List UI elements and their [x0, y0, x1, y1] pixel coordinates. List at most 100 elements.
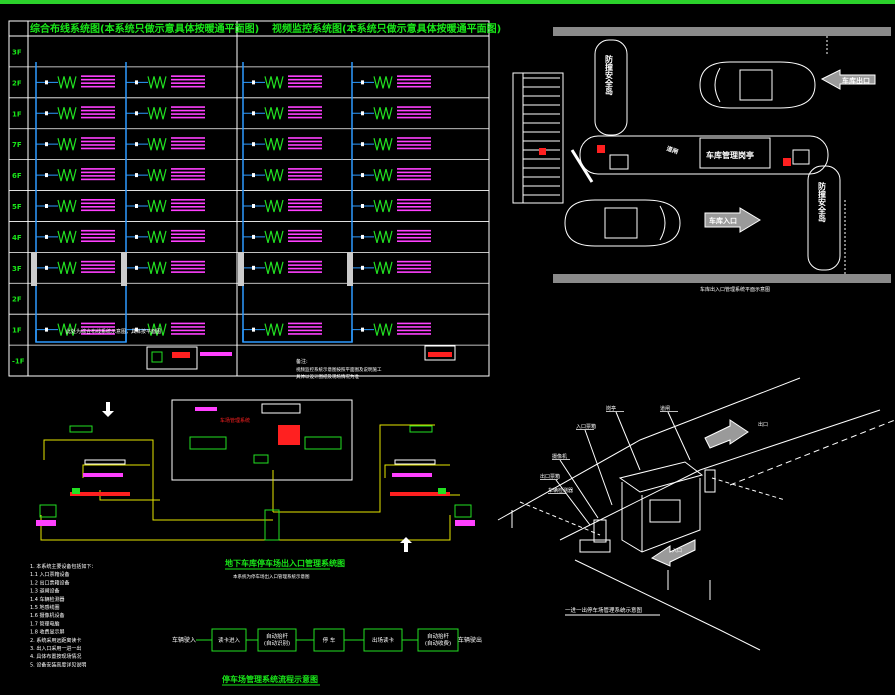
top-border-bar	[0, 0, 895, 4]
right-base-tag	[455, 520, 475, 526]
outlet-tag	[288, 326, 322, 328]
road-edge-near-bottom	[574, 559, 761, 651]
road-edge-bottom	[553, 274, 891, 283]
tap-point	[45, 265, 48, 270]
flow-step-label: (自动收费)	[425, 639, 451, 647]
entrance-arrow	[704, 207, 761, 233]
booth-window	[649, 499, 681, 523]
zigzag-patch-panel	[57, 168, 77, 182]
tap-point	[252, 142, 255, 147]
outlet-tag	[288, 144, 322, 146]
outlet-tag	[397, 271, 431, 273]
note-line: 1.6 摄像机设备	[30, 612, 65, 619]
floor-label: 2F	[12, 79, 22, 87]
outlet-tag	[81, 82, 115, 84]
flow-step-box	[257, 628, 297, 652]
outlet-tag	[288, 78, 322, 81]
tap-point	[135, 265, 138, 270]
outlet-tag	[397, 322, 431, 325]
outlet-tag	[171, 116, 205, 119]
entrance-label: 车库入口	[709, 216, 737, 225]
tap-point	[135, 173, 138, 178]
tap-point	[135, 80, 138, 85]
outlet-tag	[397, 206, 431, 208]
right-safety-island	[807, 165, 841, 271]
note-line: 2. 系统采用远距离读卡	[30, 637, 81, 644]
tap-point	[252, 173, 255, 178]
zigzag-patch-panel	[57, 138, 77, 151]
zigzag-patch-panel	[264, 76, 284, 89]
road-edge-near-top	[559, 409, 881, 541]
outlet-tag	[288, 267, 322, 270]
outlet-tag	[171, 333, 205, 335]
outlet-tag	[288, 199, 322, 201]
riser-bottom-link	[242, 330, 353, 343]
car-bottom	[564, 199, 681, 247]
basement-device-1	[151, 351, 163, 363]
note-line: 5. 设备安装高度详见说明	[30, 661, 86, 668]
zigzag-patch-panel	[147, 230, 167, 244]
tap-point	[135, 234, 138, 239]
zigzag-patch-panel	[147, 76, 167, 89]
outlet-tag	[397, 82, 431, 84]
note-line: 1.7 管理电脑	[30, 620, 60, 627]
tap-point	[252, 80, 255, 85]
switch	[253, 454, 269, 464]
server-red	[278, 425, 300, 445]
zigzag-patch-panel	[264, 230, 284, 244]
centre-controller	[264, 509, 280, 541]
outlet-tag	[81, 329, 115, 332]
kiosk-stripes	[512, 72, 564, 204]
floor-label: 7F	[12, 141, 22, 149]
right-riser-title: 视频监控系统图(本系统只做示意具体按暖通平面图)	[272, 22, 501, 35]
outlet-tag	[171, 168, 205, 170]
tap-point	[361, 327, 364, 332]
tap-point	[45, 111, 48, 116]
floor-label: 6F	[12, 172, 22, 180]
outlet-tag	[397, 236, 431, 239]
outlet-tag	[288, 137, 322, 139]
tap-point	[361, 142, 364, 147]
right-island-label: 防撞安全岛	[817, 181, 827, 223]
tap-point	[252, 204, 255, 208]
outlet-tag	[81, 267, 115, 270]
outlet-tag	[171, 175, 205, 177]
tap-point	[361, 234, 364, 239]
outlet-tag	[397, 75, 431, 77]
left-island-label: 防撞安全岛	[604, 54, 614, 96]
outlet-tag	[397, 171, 431, 174]
left-gate-post	[72, 488, 80, 494]
outlet-tag	[81, 322, 115, 325]
outlet-tag	[171, 171, 205, 174]
detector-right	[783, 158, 791, 166]
flow-step-label: 自动抬杆	[266, 632, 289, 640]
system-diagram-subtitle: 本系统为停车场出入口管理系统示意图	[233, 573, 310, 580]
zigzag-patch-panel	[264, 107, 284, 120]
outlet-tag	[288, 271, 322, 273]
floor-label: -1F	[12, 358, 25, 366]
distribution-cabinet	[121, 252, 127, 286]
outlet-tag	[81, 240, 115, 243]
outlet-tag	[288, 106, 322, 108]
outlet-tag	[81, 271, 115, 273]
zigzag-patch-panel	[147, 168, 167, 182]
zigzag-patch-panel	[373, 323, 393, 336]
note-line: 3. 出入口采用一进一出	[30, 645, 81, 652]
tap-point	[135, 111, 138, 116]
tap-point	[252, 265, 255, 270]
outlet-tag	[288, 264, 322, 266]
outlet-tag	[171, 140, 205, 143]
perspective-label: 摄像机	[552, 453, 567, 460]
outlet-tag	[397, 116, 431, 119]
outlet-tag	[397, 137, 431, 139]
ticket-box-right	[792, 149, 810, 165]
outlet-tag	[288, 175, 322, 177]
right-barrier-post	[704, 469, 716, 493]
outlet-tag	[171, 329, 205, 332]
outlet-tag	[397, 140, 431, 143]
outlet-tag	[81, 209, 115, 212]
outlet-tag	[81, 229, 115, 232]
outlet-tag	[81, 140, 115, 143]
floor-label: 3F	[12, 48, 22, 56]
right-note-line-2: 具体以设计图纸及现场情况为准	[296, 373, 359, 380]
